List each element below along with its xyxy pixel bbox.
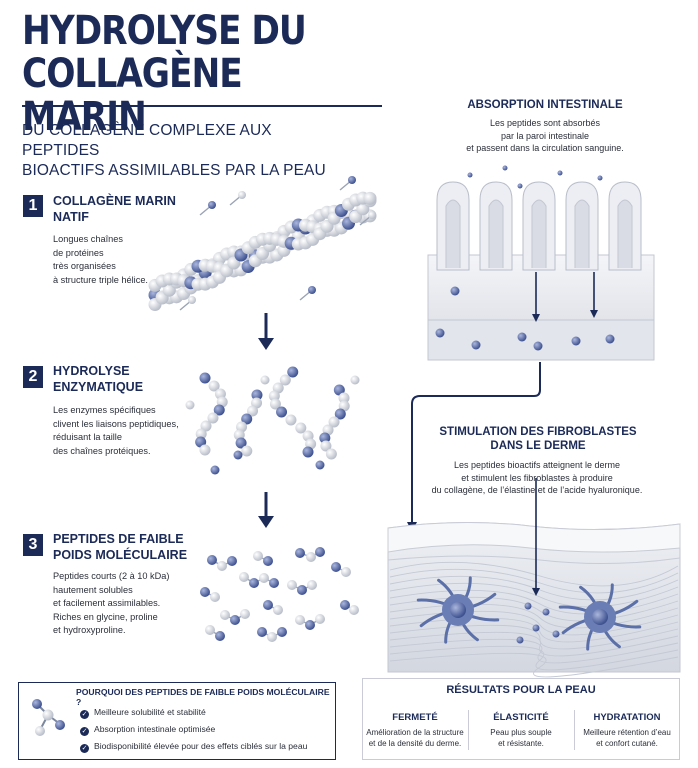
step-2-line: réduisant la taille <box>53 432 122 442</box>
results-divider <box>574 710 575 750</box>
dermis-illustration <box>387 478 681 678</box>
step-3-title-line2: POIDS MOLÉCULAIRE <box>53 548 188 562</box>
result-fermete: FERMETÉ Amélioration de la structure et … <box>364 712 466 749</box>
step-2-title-line1: HYDROLYSE <box>53 364 130 378</box>
why-item: ✓ Meilleure solubilité et stabilité <box>80 707 206 719</box>
stimulation-line: Les peptides bioactifs atteignent le der… <box>453 460 621 470</box>
result-line: et confort cutané. <box>596 739 658 748</box>
fibroblast-icon <box>558 583 642 651</box>
triple-helix-molecule <box>148 176 377 311</box>
result-line: Meilleure rétention d’eau <box>583 728 671 737</box>
page-subtitle: DU COLLAGÈNE COMPLEXE AUX PEPTIDES BIOAC… <box>22 121 352 181</box>
step-3-line: Peptides courts (2 à 10 kDa) <box>53 571 170 581</box>
result-line: et de la densité du derme. <box>368 739 462 748</box>
step-3-line: et facilement assimilables. <box>53 598 161 608</box>
step-3-title-line1: PEPTIDES DE FAIBLE <box>53 532 184 546</box>
step-1-line: Longues chaînes <box>53 234 123 244</box>
step-2-line: des chaînes protéiques. <box>53 445 151 456</box>
title-divider <box>22 105 382 107</box>
why-item-text: Absorption intestinale optimisée <box>94 724 216 734</box>
small-peptides <box>200 547 359 642</box>
why-item: ✓ Absorption intestinale optimisée <box>80 724 215 736</box>
molecule-icon <box>32 699 65 736</box>
result-line: Peau plus souple <box>490 728 552 737</box>
step-3-line: hautement solubles <box>53 584 133 595</box>
step-1-title-line2: NATIF <box>53 210 89 224</box>
results-box <box>362 678 680 760</box>
step-1-title-line1: COLLAGÈNE MARIN <box>53 194 176 208</box>
absorption-line: par la paroi intestinale <box>500 130 590 141</box>
result-description: Meilleure rétention d’eau et confort cut… <box>576 727 678 749</box>
intestine-illustration <box>427 165 655 361</box>
step-3-description: Peptides courts (2 à 10 kDa) hautement s… <box>53 570 169 638</box>
step-3-title: PEPTIDES DE FAIBLE POIDS MOLÉCULAIRE <box>53 531 213 563</box>
result-description: Peau plus souple et résistante. <box>470 727 572 749</box>
result-line: Amélioration de la structure <box>366 728 464 737</box>
step-2-number: 2 <box>23 366 43 388</box>
step-1-line: très organisées <box>53 261 116 271</box>
step-1-line: de protéines <box>53 247 104 258</box>
stimulation-description: Les peptides bioactifs atteignent le der… <box>402 459 672 497</box>
step-2-title: HYDROLYSE ENZYMATIQUE <box>53 363 213 395</box>
absorption-title: ABSORPTION INTESTINALE <box>467 99 623 111</box>
subtitle-line1: DU COLLAGÈNE COMPLEXE AUX PEPTIDES <box>22 122 272 159</box>
results-title: RÉSULTATS POUR LA PEAU <box>446 684 596 696</box>
step-2-description: Les enzymes spécifiques clivent les liai… <box>53 404 179 458</box>
page-title: HYDROLYSE DU COLLAGÈNE MARIN <box>22 10 349 139</box>
step-3-line: Riches en glycine, proline <box>53 611 158 622</box>
arrow-down-icon <box>258 313 274 350</box>
step-1-number: 1 <box>23 195 43 217</box>
step-1-line: à structure triple hélice. <box>53 274 148 285</box>
absorption-line: Les peptides sont absorbés <box>489 118 601 128</box>
check-icon: ✓ <box>80 727 89 736</box>
absorption-line: et passent dans la circulation sanguine. <box>466 143 624 153</box>
why-box <box>18 682 336 760</box>
page-title-line2: COLLAGÈNE MARIN <box>22 51 243 140</box>
subtitle-line2: BIOACTIFS ASSIMILABLES PAR LA PEAU <box>22 162 326 179</box>
stimulation-line: du collagène, de l’élastine et de l’acid… <box>431 485 643 495</box>
result-elasticite: ÉLASTICITÉ Peau plus souple et résistant… <box>470 712 572 749</box>
step-3-line: et hydroxyproline. <box>53 625 126 635</box>
absorption-description: Les peptides sont absorbés par la paroi … <box>420 117 670 155</box>
stimulation-title-line2: DANS LE DERME <box>490 440 586 452</box>
step-2-line: Les enzymes spécifiques <box>53 405 156 415</box>
result-title: ÉLASTICITÉ <box>493 712 549 723</box>
why-title: POURQUOI DES PEPTIDES DE FAIBLE POIDS MO… <box>76 687 330 707</box>
check-icon: ✓ <box>80 744 89 753</box>
stimulation-line: et stimulent les fibroblastes à produire <box>461 472 613 483</box>
result-title: FERMETÉ <box>392 712 438 723</box>
step-1-description: Longues chaînes de protéines très organi… <box>53 233 148 287</box>
result-description: Amélioration de la structure et de la de… <box>364 727 466 749</box>
arrow-down-icon <box>258 492 274 528</box>
step-2-line: clivent les liaisons peptidiques, <box>53 418 179 429</box>
why-item-text: Biodisponibilité élevée pour des effets … <box>94 741 308 751</box>
result-hydratation: HYDRATATION Meilleure rétention d’eau et… <box>576 712 678 749</box>
step-2-title-line2: ENZYMATIQUE <box>53 380 144 394</box>
result-line: et résistante. <box>498 739 544 748</box>
stimulation-title: STIMULATION DES FIBROBLASTES DANS LE DER… <box>420 425 656 453</box>
page-title-line1: HYDROLYSE DU <box>22 8 307 54</box>
step-3-number: 3 <box>23 534 43 556</box>
why-item: ✓ Biodisponibilité élevée pour des effets… <box>80 741 307 753</box>
result-title: HYDRATATION <box>593 712 661 723</box>
step-1-title: COLLAGÈNE MARIN NATIF <box>53 193 213 225</box>
stimulation-title-line1: STIMULATION DES FIBROBLASTES <box>439 426 637 438</box>
hydrolysed-chains <box>185 366 360 475</box>
check-icon: ✓ <box>80 710 89 719</box>
why-item-text: Meilleure solubilité et stabilité <box>94 707 206 717</box>
fibroblast-icon <box>416 576 500 644</box>
flow-connector <box>411 362 541 524</box>
results-divider <box>468 710 469 750</box>
